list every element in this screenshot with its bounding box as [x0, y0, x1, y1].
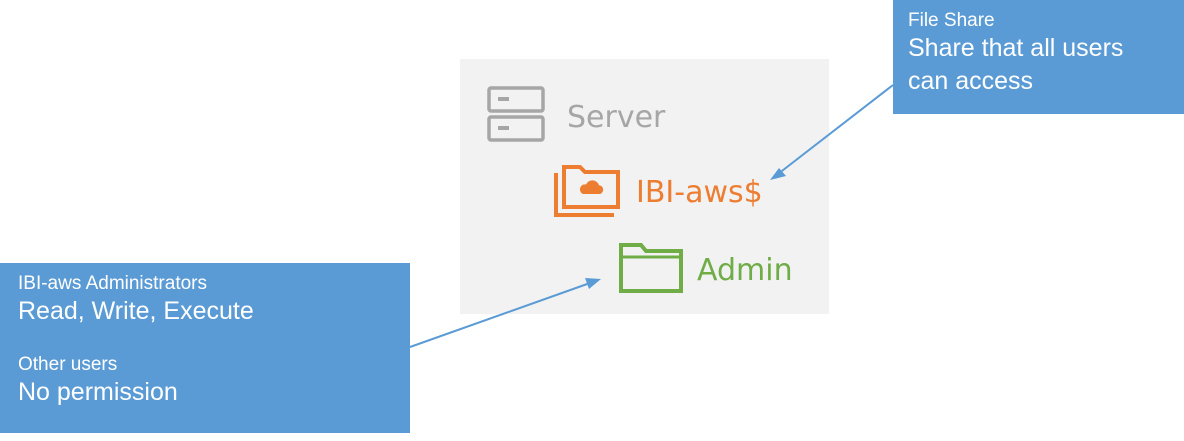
server-panel — [460, 59, 829, 314]
server-icon — [487, 86, 545, 149]
cloud-folder-icon — [552, 161, 622, 224]
folder-icon — [619, 243, 683, 298]
admin-group-name: IBI-aws Administrators — [18, 273, 207, 294]
server-node: Server — [487, 86, 665, 149]
connector-permissions — [409, 282, 591, 348]
file-share-description-line2: can access — [908, 67, 1034, 95]
admin-folder-label: Admin — [697, 252, 793, 288]
connector-file-share — [777, 84, 894, 175]
admin-group-permission: Read, Write, Execute — [18, 297, 254, 325]
file-share-title: File Share — [908, 10, 995, 31]
file-share-description-line1: Share that all users — [908, 34, 1124, 62]
share-folder-label: IBI-aws$ — [636, 174, 763, 210]
admin-folder-node: Admin — [619, 243, 793, 298]
other-users-name: Other users — [18, 354, 118, 375]
file-share-callout: File Share Share that all users can acce… — [893, 0, 1184, 114]
server-label: Server — [567, 99, 666, 135]
permissions-callout: IBI-aws Administrators Read, Write, Exec… — [0, 263, 410, 433]
other-users-permission: No permission — [18, 378, 178, 406]
callout-spacer — [18, 328, 396, 354]
arrowhead-file-share — [770, 168, 786, 180]
share-folder-node: IBI-aws$ — [552, 161, 763, 224]
arrowhead-permissions — [585, 278, 601, 289]
